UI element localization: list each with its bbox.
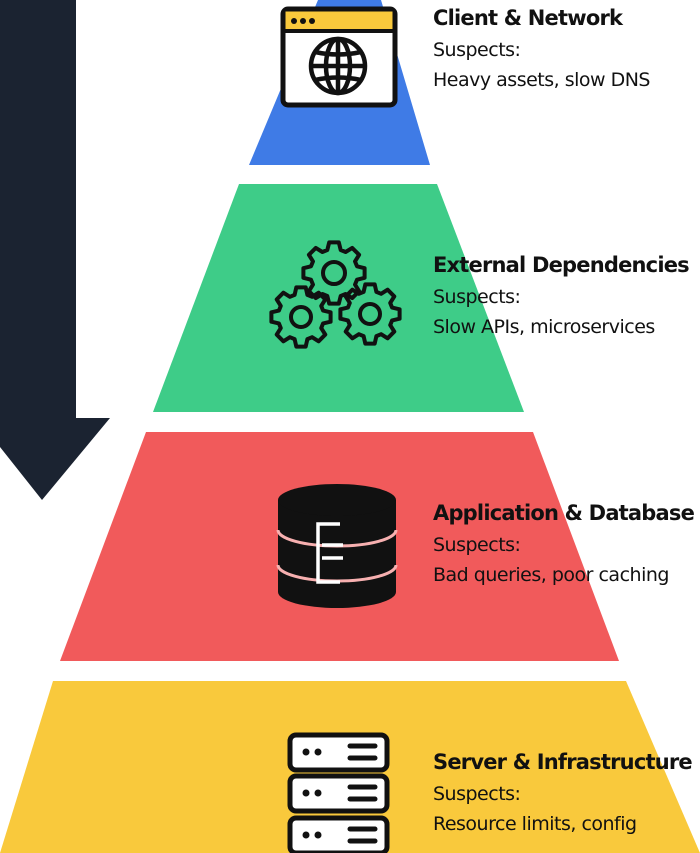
suspects-text: Resource limits, config: [433, 813, 637, 835]
browser-globe-icon: [280, 6, 398, 108]
suspects-text: Heavy assets, slow DNS: [433, 69, 651, 91]
layer-label-server-infrastructure: Server & Infrastructure Suspects: Resour…: [433, 749, 693, 839]
server-rack-icon: [287, 732, 390, 853]
layer-title: Server & Infrastructure: [433, 750, 693, 774]
suspects-text: Slow APIs, microservices: [433, 316, 655, 338]
suspects-text: Bad queries, poor caching: [433, 564, 669, 586]
database-icon: [276, 484, 398, 608]
layer-label-client-network: Client & Network Suspects: Heavy assets,…: [433, 5, 651, 95]
layer-title: Application & Database: [433, 501, 695, 525]
layer-title: Client & Network: [433, 6, 623, 30]
down-arrow-icon: [0, 0, 110, 500]
suspects-label: Suspects:: [433, 783, 521, 805]
gears-icon: [269, 240, 402, 349]
layer-title: External Dependencies: [433, 253, 690, 277]
suspects-label: Suspects:: [433, 286, 521, 308]
suspects-label: Suspects:: [433, 39, 521, 61]
layer-label-external-dependencies: External Dependencies Suspects: Slow API…: [433, 252, 690, 342]
suspects-label: Suspects:: [433, 534, 521, 556]
layer-label-application-database: Application & Database Suspects: Bad que…: [433, 500, 695, 590]
